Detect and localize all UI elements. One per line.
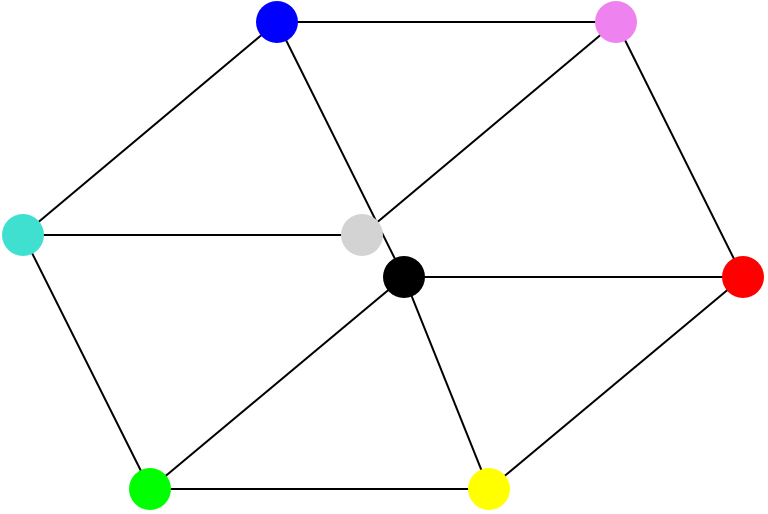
node-violet [595, 1, 637, 43]
edge-turquoise-green [22, 234, 151, 490]
edge-blue-black [276, 21, 405, 278]
edge-violet-red [615, 21, 744, 278]
node-black [383, 256, 425, 298]
node-blue [256, 1, 298, 43]
edge-violet-lightgray [361, 21, 617, 236]
edge-red-yellow [488, 276, 744, 490]
node-green [129, 468, 171, 510]
node-lightgray [341, 214, 383, 256]
edge-blue-turquoise [22, 21, 278, 236]
node-turquoise [2, 214, 44, 256]
edge-black-yellow [403, 276, 490, 490]
graph-edges [22, 21, 744, 490]
node-yellow [468, 468, 510, 510]
node-red [722, 256, 764, 298]
edge-black-green [149, 276, 405, 490]
